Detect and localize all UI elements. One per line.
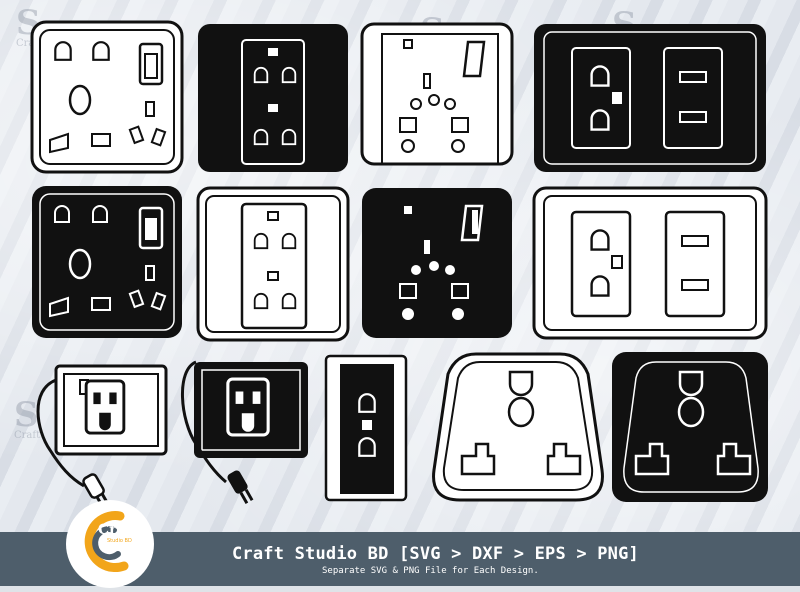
two-module-socket-outline	[532, 186, 768, 340]
universal-socket-black	[362, 188, 512, 338]
single-socket-narrow	[324, 354, 408, 502]
duplex-socket-black	[198, 24, 348, 172]
socket-illustrations	[30, 20, 768, 507]
two-module-socket-black	[534, 24, 766, 172]
universal-socket-outline	[360, 22, 514, 166]
logo-wordmark: Craft	[98, 522, 139, 538]
craft-studio-logo-icon	[66, 500, 154, 588]
duplex-socket-outline	[196, 186, 350, 342]
footer-subtitle: Separate SVG & PNG File for Each Design.	[322, 566, 539, 576]
extension-socket-outline	[36, 364, 168, 507]
triangular-socket-outline	[432, 352, 604, 502]
triangular-socket-black	[612, 352, 768, 502]
multi-socket-black	[32, 186, 182, 338]
extension-socket-black	[180, 360, 308, 504]
footer-title: Craft Studio BD [SVG > DXF > EPS > PNG]	[232, 544, 639, 564]
logo-tagline: Studio BD	[107, 538, 132, 544]
multi-socket-outline	[30, 20, 184, 174]
